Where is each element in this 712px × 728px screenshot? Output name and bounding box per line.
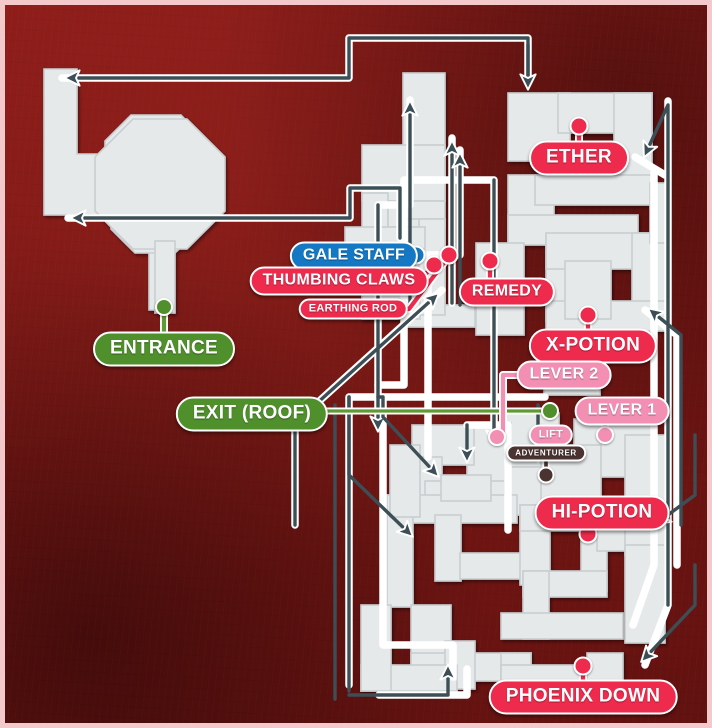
pin-thumbing-claws[interactable] bbox=[424, 255, 444, 275]
phoenix-down-text: PHOENIX DOWN bbox=[505, 685, 661, 707]
thumbing-claws-text: THUMBING CLAWS bbox=[262, 271, 416, 289]
label-lever-1[interactable]: LEVER 1 bbox=[574, 396, 670, 426]
adventurer-text: ADVENTURER bbox=[515, 448, 577, 458]
label-phoenix-down[interactable]: PHOENIX DOWN bbox=[488, 679, 678, 715]
gale-staff-text: GALE STAFF bbox=[302, 246, 406, 264]
hi-potion-text: HI-POTION bbox=[551, 501, 653, 523]
label-hi-potion[interactable]: HI-POTION bbox=[534, 495, 670, 531]
pin-entrance[interactable] bbox=[155, 298, 173, 316]
label-earthing-rod[interactable]: EARTHING ROD bbox=[298, 298, 408, 320]
label-x-potion[interactable]: X-POTION bbox=[528, 328, 658, 364]
lever-1-text: LEVER 1 bbox=[587, 401, 657, 419]
label-lever-2[interactable]: LEVER 2 bbox=[516, 360, 612, 390]
pin-earthing-rod[interactable] bbox=[439, 245, 459, 265]
remedy-text: REMEDY bbox=[471, 282, 543, 300]
pin-phoenix-down[interactable] bbox=[573, 656, 593, 676]
label-remedy[interactable]: REMEDY bbox=[458, 277, 556, 307]
pin-lever-2[interactable] bbox=[488, 428, 506, 446]
entrance-text: ENTRANCE bbox=[110, 337, 218, 359]
x-potion-text: X-POTION bbox=[545, 334, 641, 356]
exit-roof-text: EXIT (ROOF) bbox=[192, 402, 312, 424]
lever-2-text: LEVER 2 bbox=[529, 365, 599, 383]
pin-lever-1[interactable] bbox=[596, 426, 614, 444]
pin-ether[interactable] bbox=[569, 116, 589, 136]
pin-remedy[interactable] bbox=[480, 251, 500, 271]
pin-adventurer[interactable] bbox=[537, 466, 555, 484]
pin-x-potion[interactable] bbox=[578, 305, 598, 325]
label-lift[interactable]: LIFT bbox=[528, 424, 574, 446]
ether-text: ETHER bbox=[546, 146, 612, 168]
label-exit-roof[interactable]: EXIT (ROOF) bbox=[175, 396, 329, 432]
earthing-rod-text: EARTHING ROD bbox=[308, 302, 398, 315]
pin-exit-roof[interactable] bbox=[541, 402, 559, 420]
label-adventurer[interactable]: ADVENTURER bbox=[506, 444, 586, 462]
lift-text: LIFT bbox=[538, 428, 564, 441]
label-ether[interactable]: ETHER bbox=[529, 140, 629, 176]
label-entrance[interactable]: ENTRANCE bbox=[93, 331, 235, 367]
label-thumbing-claws[interactable]: THUMBING CLAWS bbox=[249, 266, 429, 296]
